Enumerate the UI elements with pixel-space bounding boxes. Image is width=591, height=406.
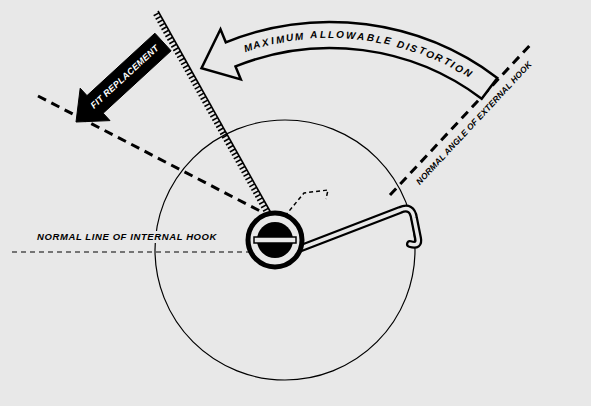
arc-letter: R [434, 52, 445, 64]
arc-letter: U [285, 33, 294, 44]
arc-letter: M [242, 42, 253, 54]
arc-letter: E [383, 36, 392, 47]
arc-letter: W [345, 30, 355, 41]
normal-hook-outline [285, 190, 328, 216]
internal-hook-line [12, 251, 252, 252]
arc-letter: D [396, 39, 406, 51]
arc-letter: I [404, 41, 410, 51]
arc-letter: O [336, 30, 344, 40]
arc-letter: T [417, 46, 426, 57]
arc-letter: B [366, 33, 375, 44]
arc-letter [305, 31, 309, 41]
external-hook-wire-core [296, 209, 418, 250]
spring-slot [254, 237, 296, 243]
arc-letter: N [462, 67, 473, 79]
arc-letter: S [409, 43, 418, 55]
callout-label: FIT REPLACEMENT [89, 44, 161, 111]
spring-coil [248, 213, 302, 267]
arc-letter: L [328, 30, 334, 40]
arc-letter: M [295, 31, 304, 42]
arc-letter: T [442, 56, 452, 68]
replacement-arrow [76, 33, 171, 122]
arc-letter: M [275, 34, 285, 45]
external-hook-wire [296, 209, 418, 250]
arc-letter: I [270, 36, 275, 46]
reference-circle [155, 120, 415, 380]
arc-letter: X [261, 37, 270, 48]
arc-letter: A [252, 39, 262, 51]
arc-letter: O [453, 62, 465, 75]
arc-letter: A [310, 30, 318, 40]
replacement-limit-line [38, 96, 262, 212]
arc-letter [391, 38, 396, 48]
distortion-arrow [202, 22, 498, 99]
callout-label: NORMAL LINE OF INTERNAL HOOK [35, 231, 219, 243]
arc-letter: L [320, 30, 326, 40]
arc-letter: A [357, 31, 365, 42]
arc-letter: O [425, 49, 436, 61]
arc-letter: L [375, 34, 383, 45]
arc-letter: I [449, 60, 456, 70]
